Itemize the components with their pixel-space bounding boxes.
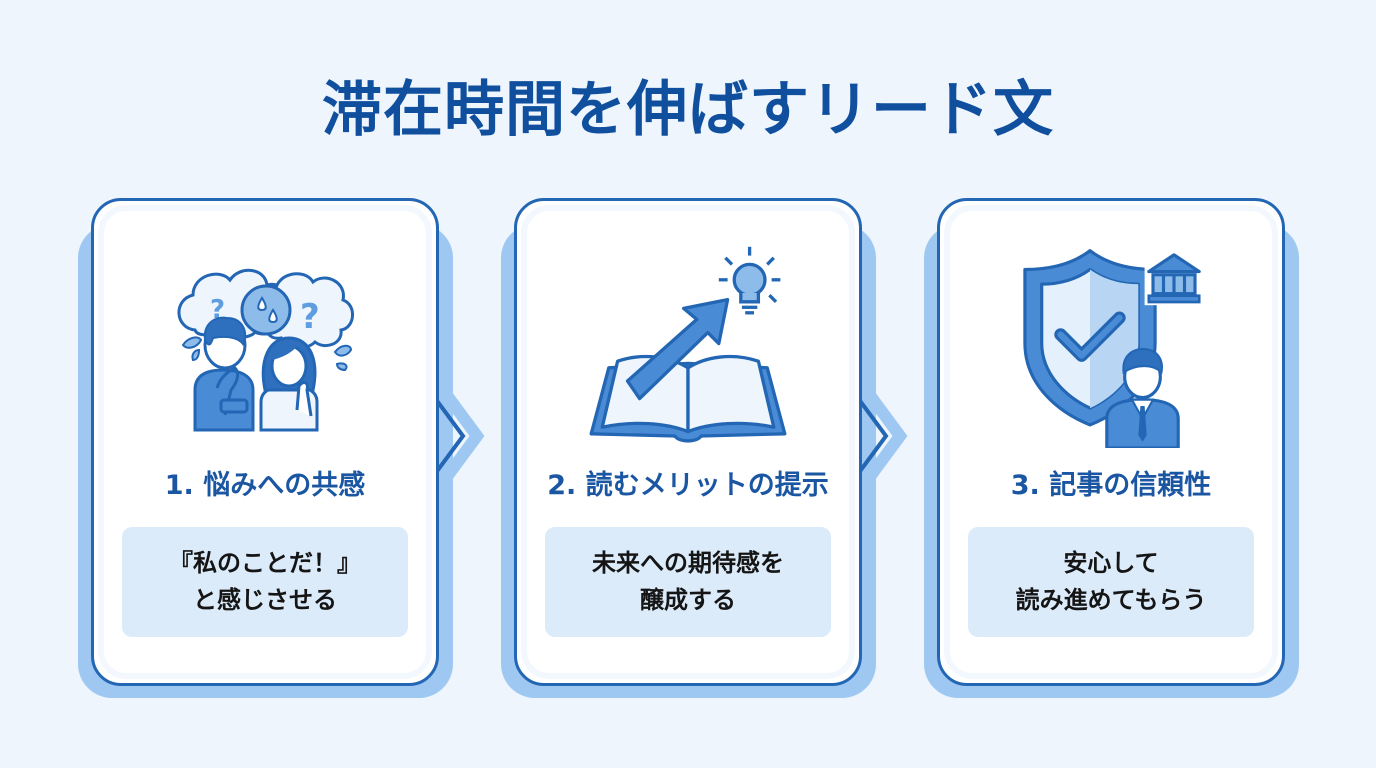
step-description: 未来への期待感を 醸成する [545, 527, 831, 637]
step-title: 3. 記事の信頼性 [1010, 470, 1212, 501]
step-card-1: ? ? 1. 悩みへの共感 『私のことだ！』 と感じさせる [78, 198, 485, 698]
worried-people-icon: ? ? [177, 269, 354, 432]
step-title: 1. 悩みへの共感 [164, 470, 366, 501]
book-arrow-lightbulb-icon [589, 246, 787, 443]
step-description: 『私のことだ！』 と感じさせる [122, 527, 408, 637]
page-title: 滞在時間を伸ばすリード文 [322, 75, 1054, 145]
svg-text:?: ? [300, 297, 320, 337]
shield-check-expert-icon [1023, 249, 1204, 448]
step-card-2: 2. 読むメリットの提示 未来への期待感を 醸成する [501, 198, 908, 698]
step-title: 2. 読むメリットの提示 [547, 470, 829, 501]
step-card-3: 3. 記事の信頼性 安心して 読み進めてもらう [924, 198, 1299, 698]
step-description: 安心して 読み進めてもらう [968, 527, 1254, 637]
